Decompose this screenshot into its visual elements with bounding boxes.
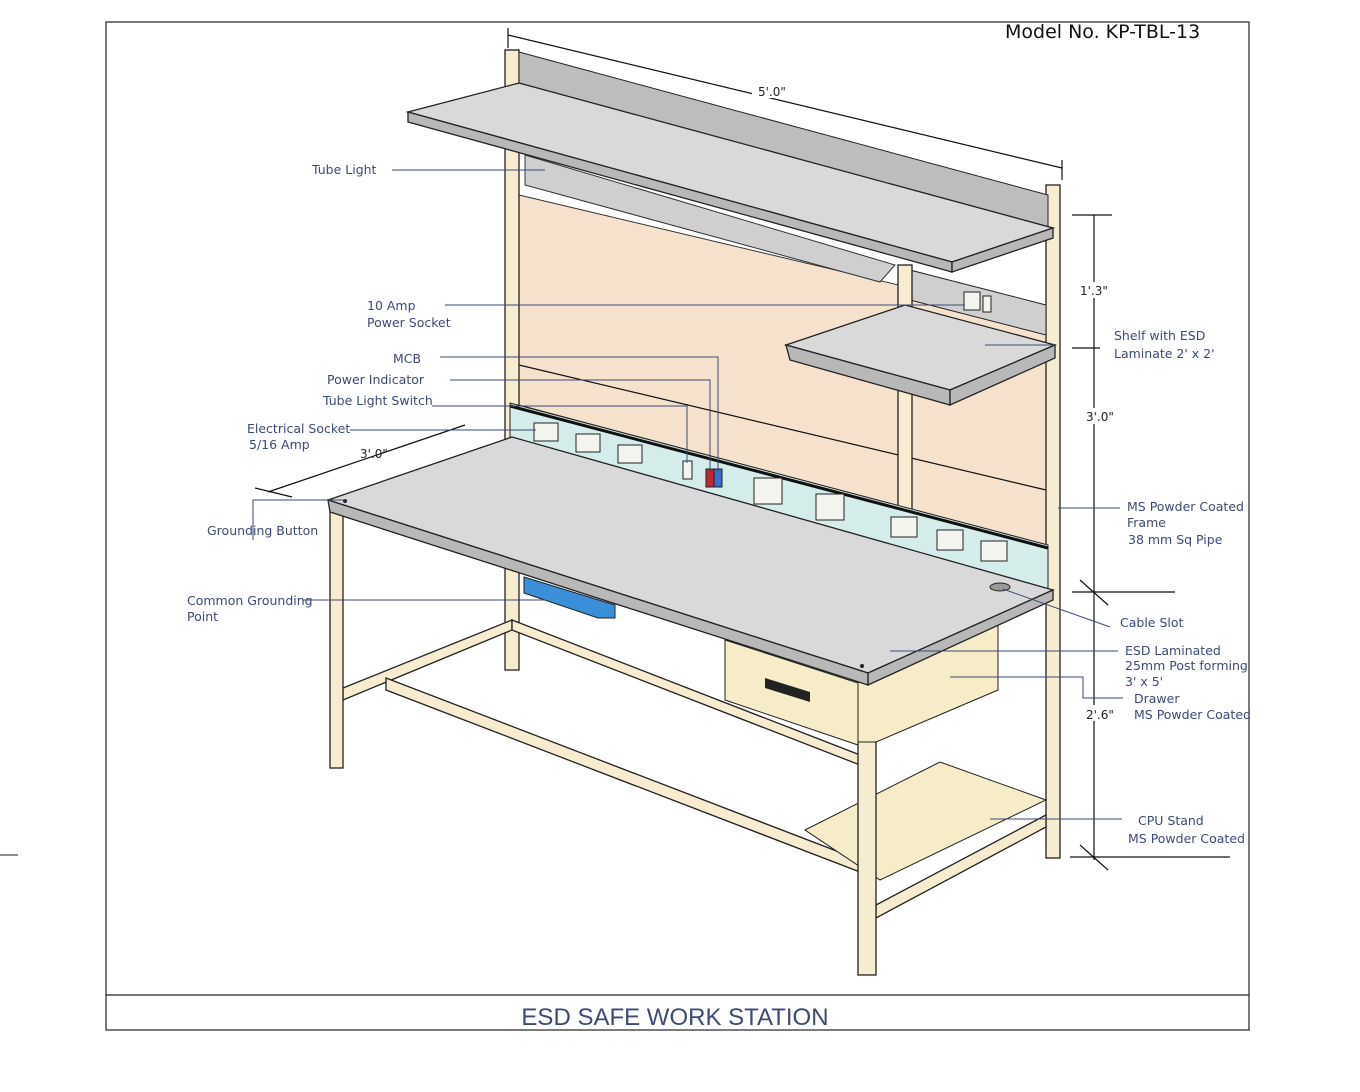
label-shelf-line1: Shelf with ESD xyxy=(1114,328,1205,343)
right-back-post xyxy=(1045,184,1061,859)
label-common-grounding-line2: Point xyxy=(187,609,218,624)
dimension-labels: 5'.0" 3'.0" 1'.3" 3'.0" 2'.6" xyxy=(360,82,1118,722)
label-electrical-socket-line2: 5/16 Amp xyxy=(249,437,310,452)
label-cable-slot: Cable Slot xyxy=(1120,615,1184,630)
drawing-title: ESD SAFE WORK STATION xyxy=(521,1004,828,1031)
leader-power-indicator xyxy=(450,379,711,472)
label-drawer-line2: MS Powder Coated xyxy=(1134,707,1251,722)
small-shelf-side xyxy=(949,344,1056,407)
label-power-socket-line2: Power Socket xyxy=(367,315,451,330)
socket xyxy=(753,477,783,505)
socket xyxy=(533,422,559,442)
socket xyxy=(890,516,918,538)
label-mcb: MCB xyxy=(393,351,421,366)
model-number: Model No. KP-TBL-13 xyxy=(1005,21,1200,43)
leader-grounding-button xyxy=(252,499,345,540)
label-top-line1: ESD Laminated xyxy=(1125,643,1221,658)
label-frame-line2: Frame xyxy=(1127,515,1166,530)
dim-cross xyxy=(1079,844,1109,871)
dim-shelf-gap-label: 1'.3" xyxy=(1080,284,1108,298)
top-shelf-side xyxy=(951,227,1054,273)
label-common-grounding-line1: Common Grounding xyxy=(187,593,313,608)
socket xyxy=(617,444,643,464)
socket xyxy=(980,540,1008,562)
label-frame-line1: MS Powder Coated xyxy=(1127,499,1244,514)
leader-tube-switch xyxy=(432,405,688,463)
dim-width-label: 5'.0" xyxy=(758,85,786,99)
leader-drawer xyxy=(950,676,1123,699)
dim-depth xyxy=(267,424,466,493)
label-frame-line3: 38 mm Sq Pipe xyxy=(1128,532,1223,547)
label-grounding-button: Grounding Button xyxy=(207,523,318,538)
common-grounding-box xyxy=(523,576,616,619)
label-tube-light: Tube Light xyxy=(311,162,377,177)
left-front-leg xyxy=(329,509,344,769)
desk-top-side-edge xyxy=(867,588,1054,687)
leader-mcb xyxy=(440,356,719,472)
label-top-line3: 3' x 5' xyxy=(1125,674,1163,689)
electrical-sockets xyxy=(533,422,1008,562)
label-shelf-line2: Laminate 2' x 2' xyxy=(1114,346,1215,361)
power-socket-10amp xyxy=(963,291,981,311)
label-power-socket-line1: 10 Amp xyxy=(367,298,416,313)
label-electrical-socket-line1: Electrical Socket xyxy=(247,421,350,436)
dim-desk-height-label: 2'.6" xyxy=(1086,708,1114,722)
strip-top-edge xyxy=(509,404,1049,550)
left-rail xyxy=(342,619,513,701)
socket xyxy=(575,433,601,453)
drawer-handle xyxy=(765,678,810,702)
socket xyxy=(815,493,845,521)
dim-bg xyxy=(1082,408,1118,424)
cable-slot xyxy=(989,582,1011,592)
dim-width xyxy=(507,34,1063,169)
dim-bg xyxy=(752,82,792,98)
dimension-lines xyxy=(254,28,1230,871)
dim-upper-height-label: 3'.0" xyxy=(1086,410,1114,424)
drawing-border xyxy=(105,21,1250,1031)
label-drawer-line1: Drawer xyxy=(1134,691,1180,706)
dim-cross xyxy=(1079,579,1109,606)
corner-dot xyxy=(860,664,864,668)
tube-light xyxy=(524,154,896,283)
label-power-indicator: Power Indicator xyxy=(327,372,425,387)
leader-lines xyxy=(252,169,1123,820)
leader-cable-slot xyxy=(1002,588,1111,628)
label-tube-light-switch: Tube Light Switch xyxy=(322,393,433,408)
label-cpu-line1: CPU Stand xyxy=(1138,813,1204,828)
tube-light-switch xyxy=(682,460,693,480)
socket-switch xyxy=(982,295,992,313)
label-cpu-line2: MS Powder Coated xyxy=(1128,831,1245,846)
dim-tick xyxy=(254,487,293,498)
dim-depth-label: 3'.0" xyxy=(360,447,388,461)
panel-rail xyxy=(518,364,1047,491)
socket xyxy=(936,529,964,551)
dim-bg xyxy=(1076,282,1112,298)
label-top-line2: 25mm Post forming xyxy=(1125,658,1248,673)
dim-bg xyxy=(1082,705,1118,721)
